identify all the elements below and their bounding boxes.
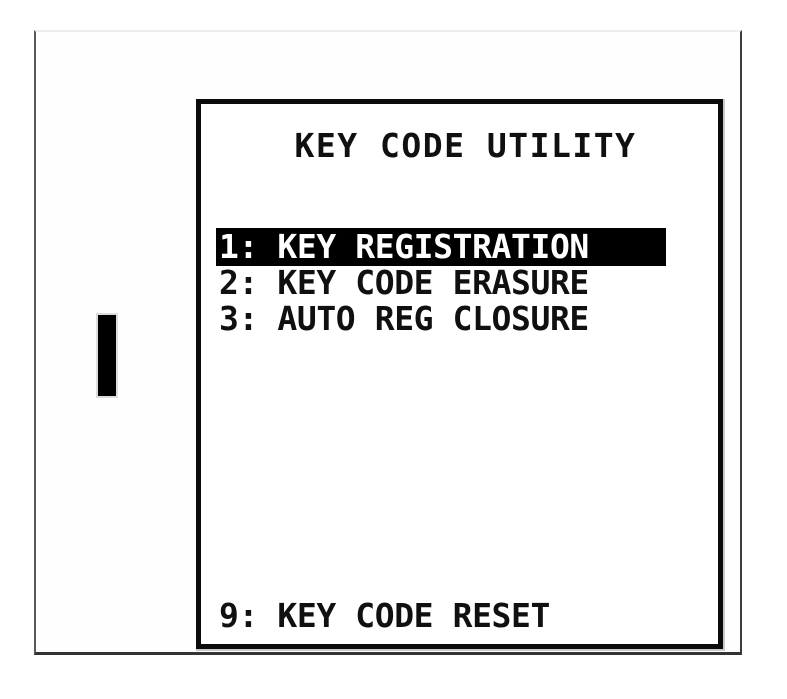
scroll-position-indicator[interactable]	[98, 315, 116, 396]
device-outer-frame: KEY CODE UTILITY 1: KEY REGISTRATION 2: …	[34, 30, 742, 655]
menu-item-key-registration[interactable]: 1: KEY REGISTRATION	[217, 229, 665, 265]
lcd-screen: KEY CODE UTILITY 1: KEY REGISTRATION 2: …	[196, 99, 723, 649]
menu-list: 1: KEY REGISTRATION 2: KEY CODE ERASURE …	[217, 229, 708, 337]
menu-item-key-code-reset[interactable]: 9: KEY CODE RESET	[219, 596, 550, 635]
menu-item-auto-reg-closure[interactable]: 3: AUTO REG CLOSURE	[219, 299, 589, 338]
menu-item-key-code-erasure[interactable]: 2: KEY CODE ERASURE	[219, 263, 589, 302]
lcd-screen-inner: KEY CODE UTILITY 1: KEY REGISTRATION 2: …	[201, 104, 718, 644]
page-title: KEY CODE UTILITY	[294, 126, 637, 165]
